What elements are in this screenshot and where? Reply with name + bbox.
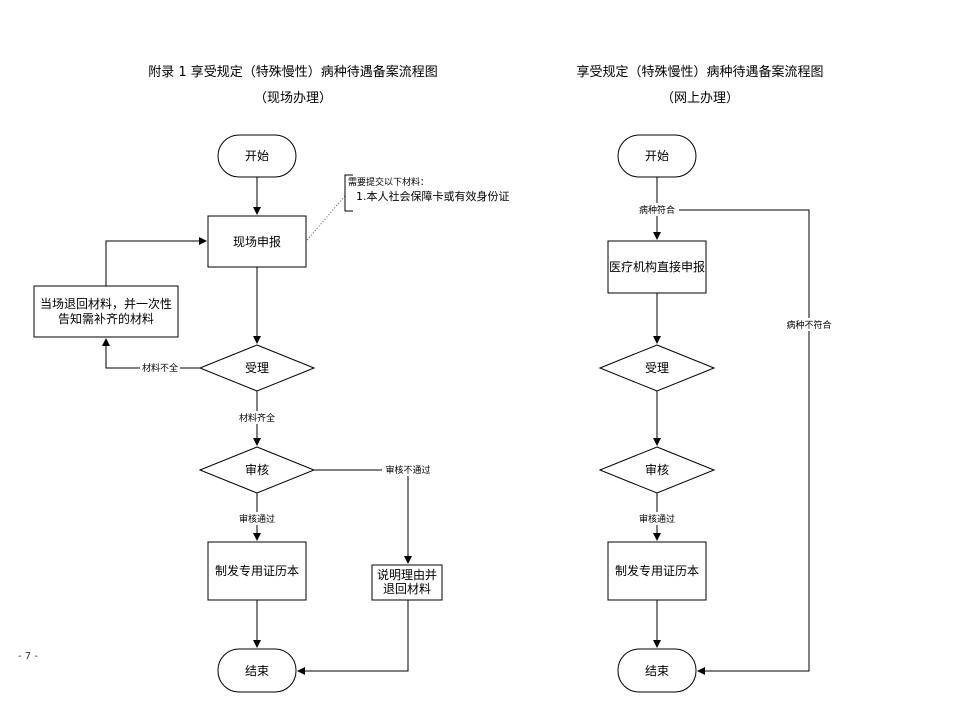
left-rejected-label: 审核不通过 <box>385 464 430 476</box>
left-accept-label: 受理 <box>245 361 269 375</box>
right-passed-label: 审核通过 <box>639 513 675 525</box>
right-ineligible-bg <box>783 318 835 331</box>
right-eligible-label: 病种符合 <box>639 204 675 216</box>
page-number: - 7 - <box>18 651 38 662</box>
left-review-label: 审核 <box>245 462 269 477</box>
left-title: 附录 1 享受规定（特殊慢性）病种待遇备案流程图 <box>148 64 438 80</box>
right-passed-bg <box>635 512 679 525</box>
left-issue-label: 制发专用证历本 <box>215 563 299 578</box>
right-review-label: 审核 <box>645 462 669 477</box>
left-end-node <box>217 648 297 693</box>
left-note-bracket <box>344 174 353 212</box>
left-passed-bg <box>235 512 279 525</box>
right-flowchart: 享受规定（特殊慢性）病种待遇备案流程图 （网上办理） 开始 病种符合 病种不符合… <box>576 64 835 693</box>
right-arrow-ineligible-end <box>679 209 810 675</box>
right-start-label: 开始 <box>645 149 669 163</box>
left-complete-bg <box>235 411 279 424</box>
right-subtitle: （网上办理） <box>661 91 739 106</box>
left-rejected-bg <box>382 463 434 476</box>
right-issue-node <box>607 541 707 601</box>
right-issue-label: 制发专用证历本 <box>615 563 699 578</box>
left-apply-label: 现场申报 <box>233 234 281 249</box>
right-apply-label: 医疗机构直接申报 <box>609 259 705 274</box>
right-title: 享受规定（特殊慢性）病种待遇备案流程图 <box>576 64 823 80</box>
left-incomplete-bg <box>140 361 180 374</box>
right-apply-node <box>607 240 707 294</box>
left-apply-node <box>207 215 307 268</box>
left-incomplete-label: 材料不全 <box>142 362 178 374</box>
left-note-item: 1.本人社会保障卡或有效身份证 <box>356 189 510 203</box>
left-return-node <box>33 285 179 338</box>
left-arrow-explain-end <box>297 600 409 675</box>
left-return-line1: 当场退回材料，并一次性 <box>40 297 172 311</box>
left-start-label: 开始 <box>245 149 269 163</box>
left-return-line2: 告知需补齐的材料 <box>58 311 154 326</box>
left-note-heading: 需要提交以下材料： <box>348 176 429 188</box>
left-arrow-return-apply <box>105 237 207 286</box>
right-ineligible-label: 病种不符合 <box>786 319 831 331</box>
left-passed-label: 审核通过 <box>239 513 275 525</box>
left-subtitle: （现场办理） <box>254 91 332 106</box>
left-flowchart: 附录 1 享受规定（特殊慢性）病种待遇备案流程图 （现场办理） 开始 现场申报 … <box>33 64 510 693</box>
left-explain-line2: 退回材料 <box>383 582 431 596</box>
right-end-label: 结束 <box>645 664 669 678</box>
left-complete-label: 材料齐全 <box>239 412 275 424</box>
left-note-connector <box>306 195 346 241</box>
left-issue-node <box>207 541 307 601</box>
left-explain-node <box>371 564 443 601</box>
left-end-label: 结束 <box>245 664 269 678</box>
right-end-node <box>617 648 697 693</box>
right-eligible-bg <box>636 203 678 216</box>
left-explain-line1: 说明理由并 <box>377 567 437 582</box>
left-arrow-review-explain <box>314 469 412 564</box>
right-accept-label: 受理 <box>645 361 669 375</box>
